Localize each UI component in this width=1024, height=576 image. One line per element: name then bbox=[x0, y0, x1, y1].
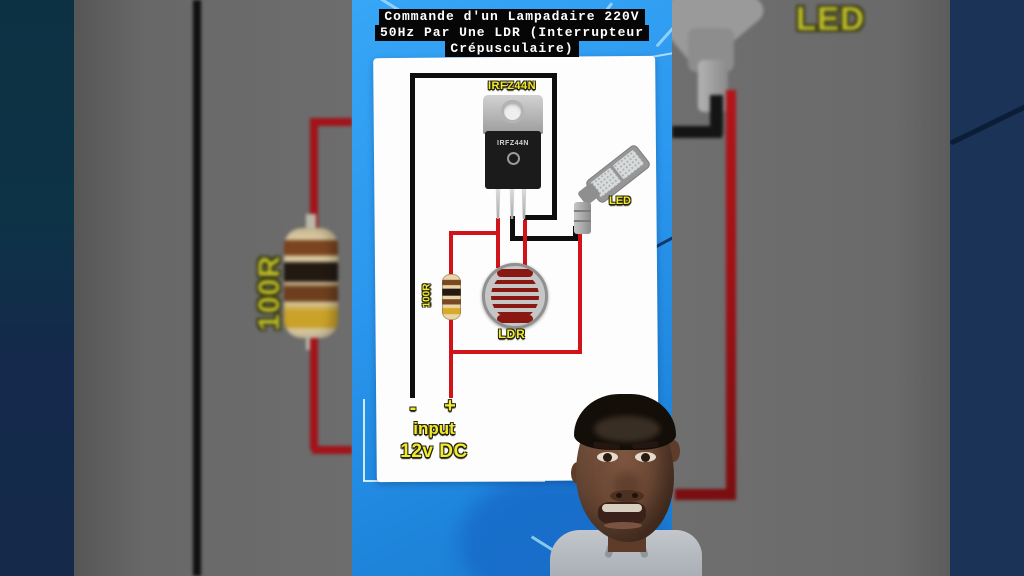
wire-plus-bottom bbox=[449, 350, 582, 354]
nostril bbox=[616, 493, 622, 498]
blur-red-wire bbox=[675, 489, 735, 500]
left-blurred-background: 100R bbox=[74, 0, 352, 576]
diagonal-line bbox=[949, 103, 1024, 146]
resistor bbox=[442, 274, 461, 320]
wire-drain-to-lamp bbox=[510, 236, 578, 241]
blur-led-label: LED bbox=[796, 0, 865, 37]
presenter-iris bbox=[641, 453, 650, 462]
right-blur-content: LED bbox=[672, 0, 950, 576]
blur-black-wire-vertical bbox=[193, 0, 201, 576]
input-caption: input bbox=[413, 419, 455, 438]
terminal-plus: + bbox=[444, 395, 456, 417]
presenter-mouth bbox=[598, 502, 646, 524]
terminal-minus: - bbox=[409, 397, 417, 419]
left-navy-background bbox=[0, 0, 74, 576]
blur-red-wire bbox=[310, 118, 318, 238]
mosfet-body: IRFZ44N bbox=[485, 131, 541, 189]
led-label: LED bbox=[609, 195, 631, 207]
presenter-eye bbox=[635, 452, 656, 462]
blur-red-wire bbox=[310, 338, 318, 450]
presenter-nostrils bbox=[610, 490, 644, 502]
left-blur-content: 100R bbox=[74, 0, 352, 576]
mosfet-mounting-hole bbox=[501, 100, 524, 123]
panel-outline-line bbox=[363, 399, 365, 481]
forehead-highlight bbox=[594, 416, 660, 442]
ir-logo-icon bbox=[506, 152, 520, 165]
presenter-teeth bbox=[602, 504, 642, 512]
blur-red-wire bbox=[312, 446, 352, 454]
wire-negative-top bbox=[410, 73, 557, 78]
blur-resistor bbox=[284, 228, 338, 338]
right-blurred-background: LED bbox=[672, 0, 950, 576]
blur-red-wire bbox=[726, 90, 736, 500]
wire-source-to-ldr bbox=[523, 220, 527, 268]
presenter-iris bbox=[603, 453, 612, 462]
ldr-tracks bbox=[491, 272, 539, 320]
title-line: 50Hz Par Une LDR (Interrupteur bbox=[352, 25, 672, 41]
blur-resistor-lead bbox=[306, 214, 316, 230]
input-voltage: 12v DC bbox=[400, 441, 468, 462]
mosfet-leg-drain bbox=[509, 189, 515, 219]
ldr-track-cap bbox=[497, 269, 533, 277]
pole-ring bbox=[574, 210, 591, 212]
ldr-label: LDR bbox=[498, 327, 526, 341]
resistor-label: 100R bbox=[421, 283, 433, 308]
ldr-track-cap bbox=[497, 315, 533, 323]
right-navy-background bbox=[949, 0, 1024, 576]
mosfet-label: IRFZ44N bbox=[487, 80, 537, 92]
mosfet-leg-gate bbox=[495, 189, 501, 219]
mosfet-tab bbox=[483, 95, 543, 134]
nostril bbox=[632, 493, 638, 498]
presenter-eye bbox=[597, 452, 618, 462]
wire-lamp-red-down bbox=[578, 230, 582, 354]
presenter bbox=[538, 388, 708, 576]
wire-source-stub bbox=[524, 215, 557, 220]
video-title: Commande d'un Lampadaire 220V 50Hz Par U… bbox=[352, 9, 672, 57]
pole-ring bbox=[574, 220, 591, 222]
ldr-sensor bbox=[482, 263, 548, 329]
mosfet-leg-source bbox=[521, 189, 527, 219]
presenter-lower-lip bbox=[604, 522, 642, 529]
wire-negative-left bbox=[410, 73, 415, 398]
title-line: Crépusculaire) bbox=[352, 41, 672, 57]
blur-black-wire bbox=[672, 126, 722, 138]
presenter-hair bbox=[574, 394, 676, 450]
center-video-strip: Commande d'un Lampadaire 220V 50Hz Par U… bbox=[352, 0, 672, 576]
street-lamp-pole bbox=[574, 202, 591, 234]
wire-negative-right bbox=[552, 73, 557, 220]
blur-resistor-label: 100R bbox=[253, 255, 286, 331]
blur-black-wire bbox=[710, 95, 723, 135]
blur-red-wire bbox=[312, 118, 352, 126]
wire-resistor-to-gate bbox=[449, 231, 498, 235]
mosfet-body-text: IRFZ44N bbox=[497, 140, 529, 147]
title-line: Commande d'un Lampadaire 220V bbox=[352, 9, 672, 25]
wire-gate-to-ldr bbox=[496, 218, 500, 268]
wire-drain-down bbox=[510, 216, 515, 241]
